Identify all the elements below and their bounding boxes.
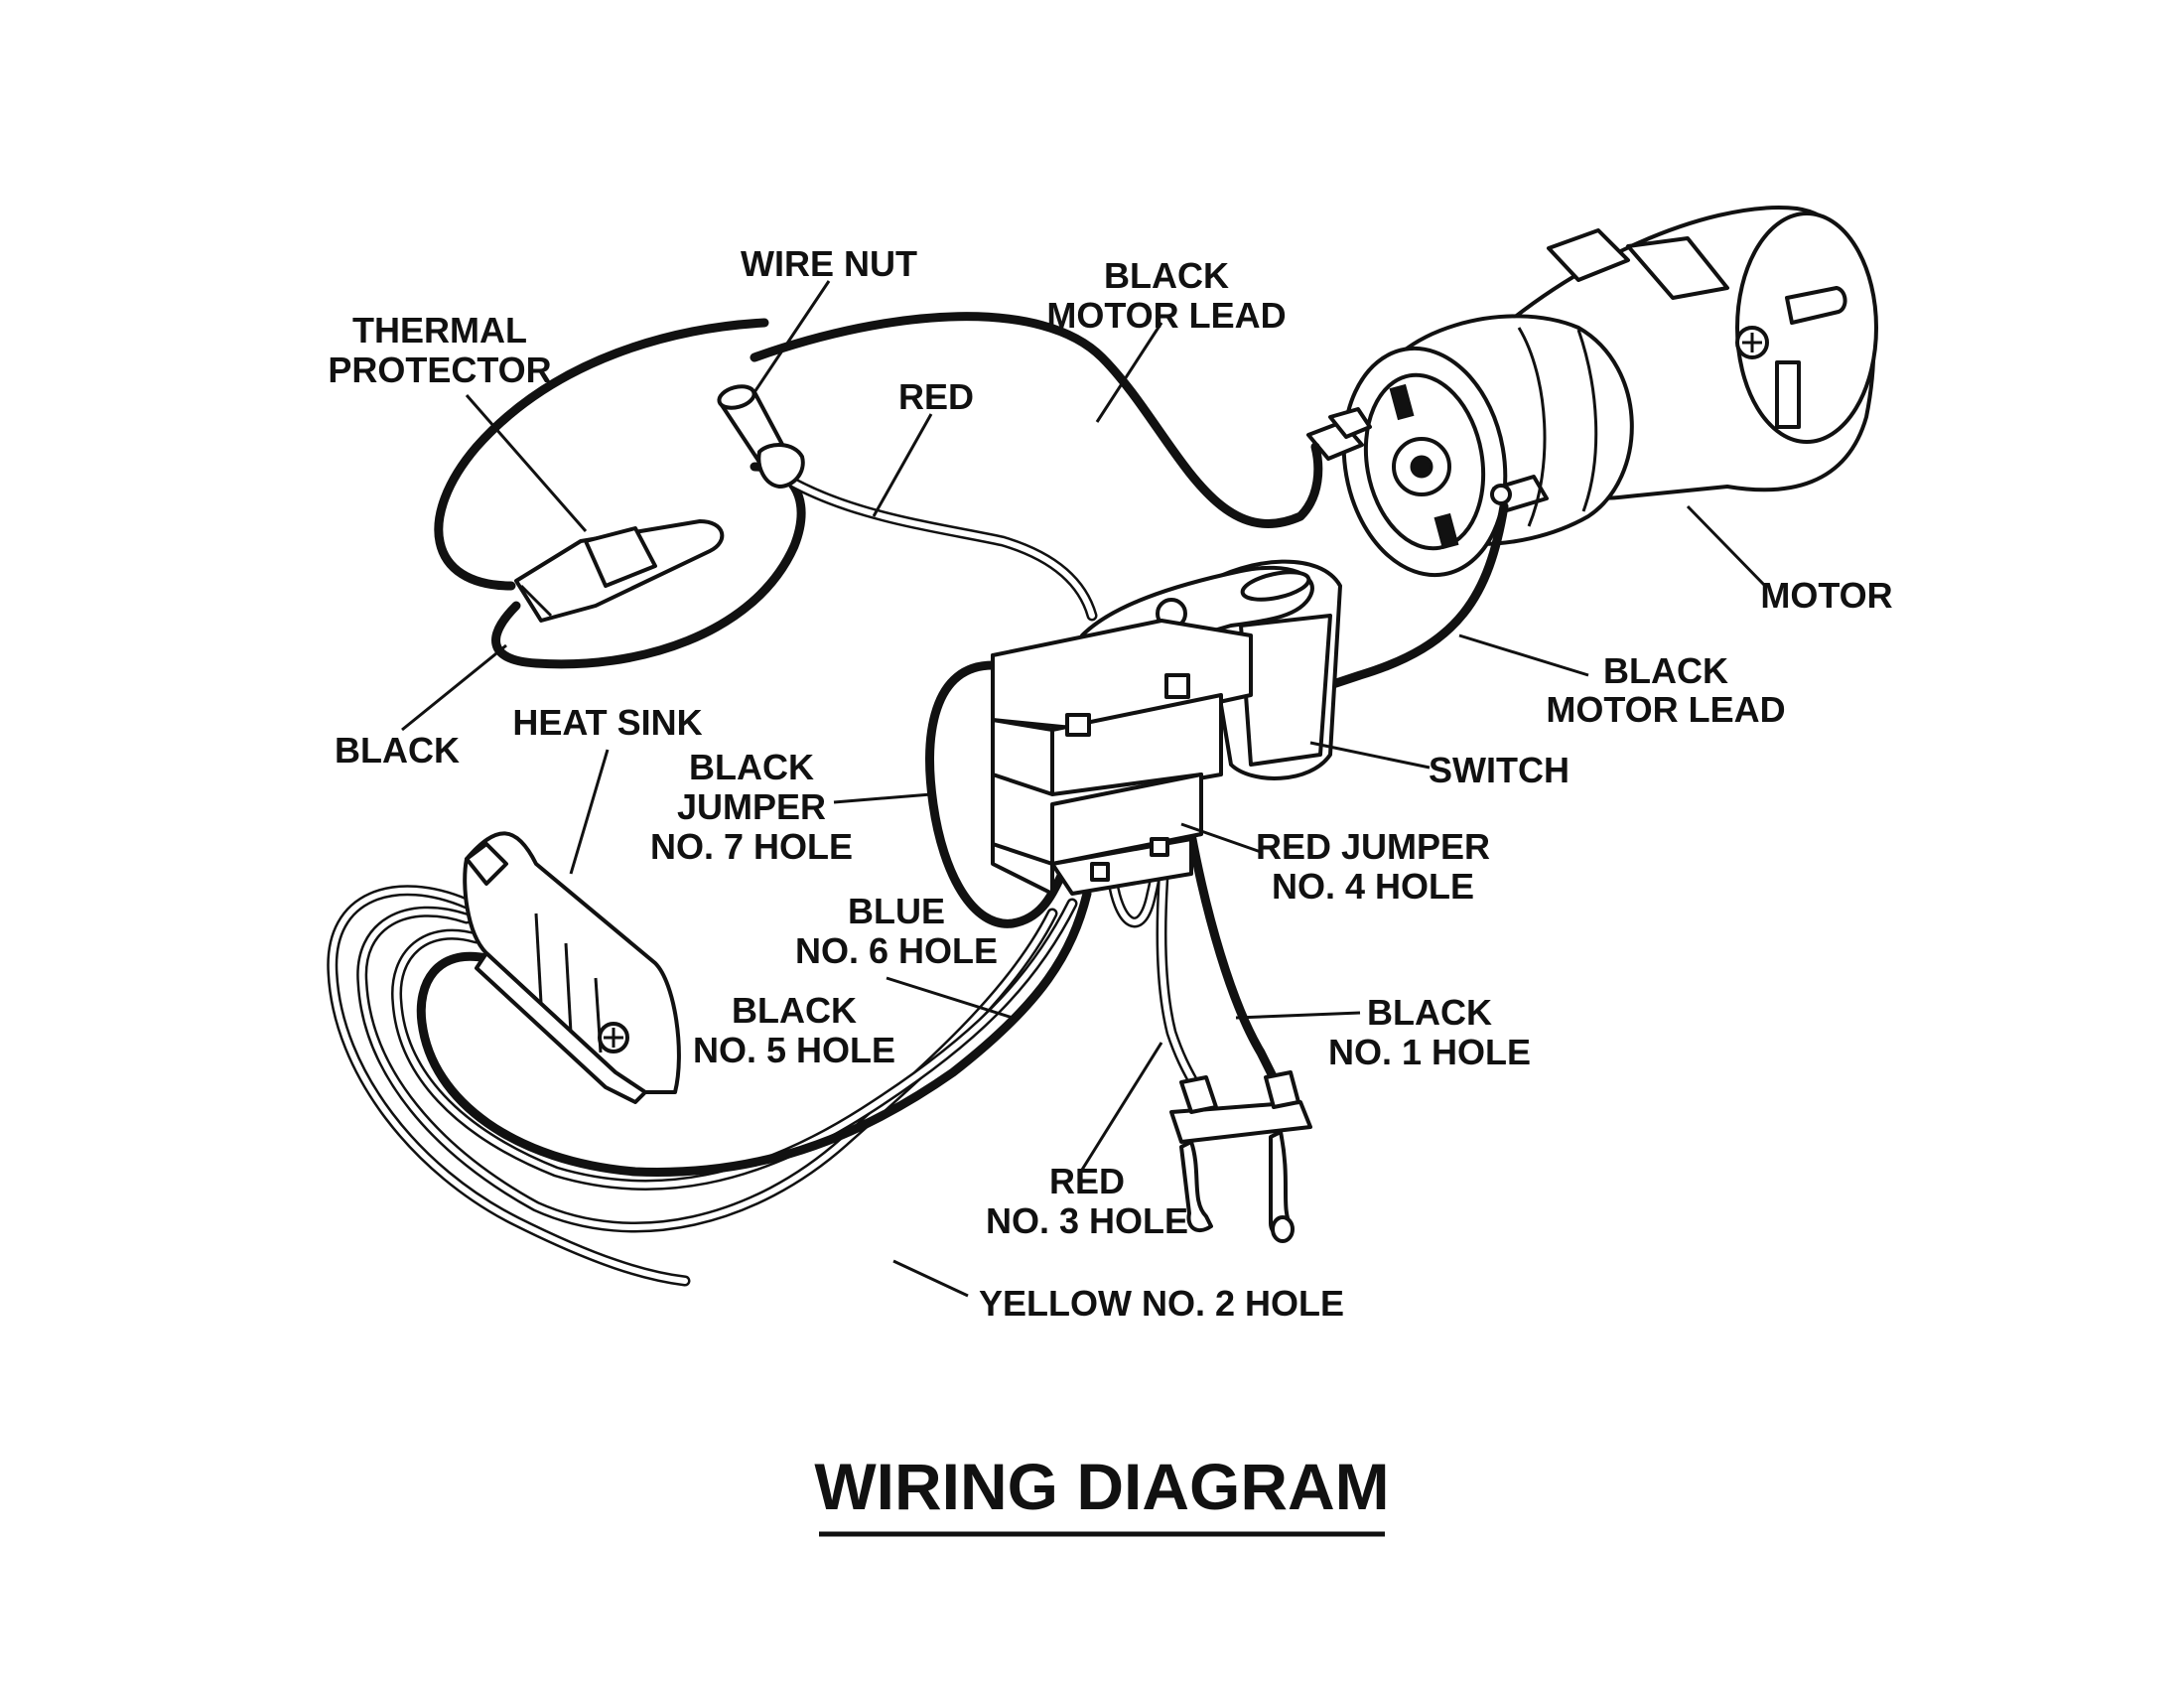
label-black-no1-line2: NO. 1 HOLE [1328,1032,1531,1072]
diagram-title: WIRING DIAGRAM [814,1450,1389,1523]
label-red-jumper-line1: RED JUMPER [1256,826,1490,867]
labels: THERMAL PROTECTOR WIRE NUT BLACK MOTOR L… [328,243,1892,1324]
label-black-motor-lead-top-line2: MOTOR LEAD [1046,295,1286,336]
label-black-no1-line1: BLACK [1367,992,1492,1033]
label-red-no3-line2: NO. 3 HOLE [986,1200,1188,1241]
label-motor: MOTOR [1760,575,1892,616]
wire-nut-drawing [717,384,805,489]
motor-drawing [1306,206,1878,578]
black-no5-wire [416,889,1092,1177]
terminal-connector-drawing [1169,1070,1312,1243]
label-black-jumper-line2: JUMPER [677,786,826,827]
label-blue-line2: NO. 6 HOLE [795,930,998,971]
black-motor-lead-top [750,312,1323,528]
label-black-motor-lead-right-line1: BLACK [1603,650,1728,691]
label-wire-nut: WIRE NUT [741,243,917,284]
leader-lines [401,280,1767,1298]
label-yellow-no2: YELLOW NO. 2 HOLE [979,1283,1344,1324]
title-block: WIRING DIAGRAM [814,1450,1390,1537]
black-wire-thermal-loop [434,318,769,591]
label-black-motor-lead-top-line1: BLACK [1104,255,1229,296]
label-black: BLACK [335,730,460,771]
label-heat-sink: HEAT SINK [512,702,702,743]
black-no1-wire [1186,829,1286,1097]
label-red-jumper-line2: NO. 4 HOLE [1272,866,1474,907]
label-red-no3-line1: RED [1049,1161,1125,1201]
black-jumper-wire [925,660,1067,928]
label-black-jumper-line3: NO. 7 HOLE [650,826,853,867]
label-thermal-protector-line1: THERMAL [352,310,527,351]
label-blue-line1: BLUE [848,891,945,931]
label-black-motor-lead-right-line2: MOTOR LEAD [1546,689,1785,730]
label-thermal-protector-line2: PROTECTOR [328,350,551,390]
label-switch: SWITCH [1429,750,1570,790]
wires [327,312,1509,1287]
label-black-no5-line1: BLACK [732,990,857,1031]
label-black-no5-line2: NO. 5 HOLE [693,1030,895,1070]
heat-sink-drawing [463,831,681,1104]
label-red: RED [898,376,974,417]
switch-drawing [991,559,1342,896]
thermal-protector-drawing [514,519,725,623]
label-black-jumper-line1: BLACK [689,747,814,787]
